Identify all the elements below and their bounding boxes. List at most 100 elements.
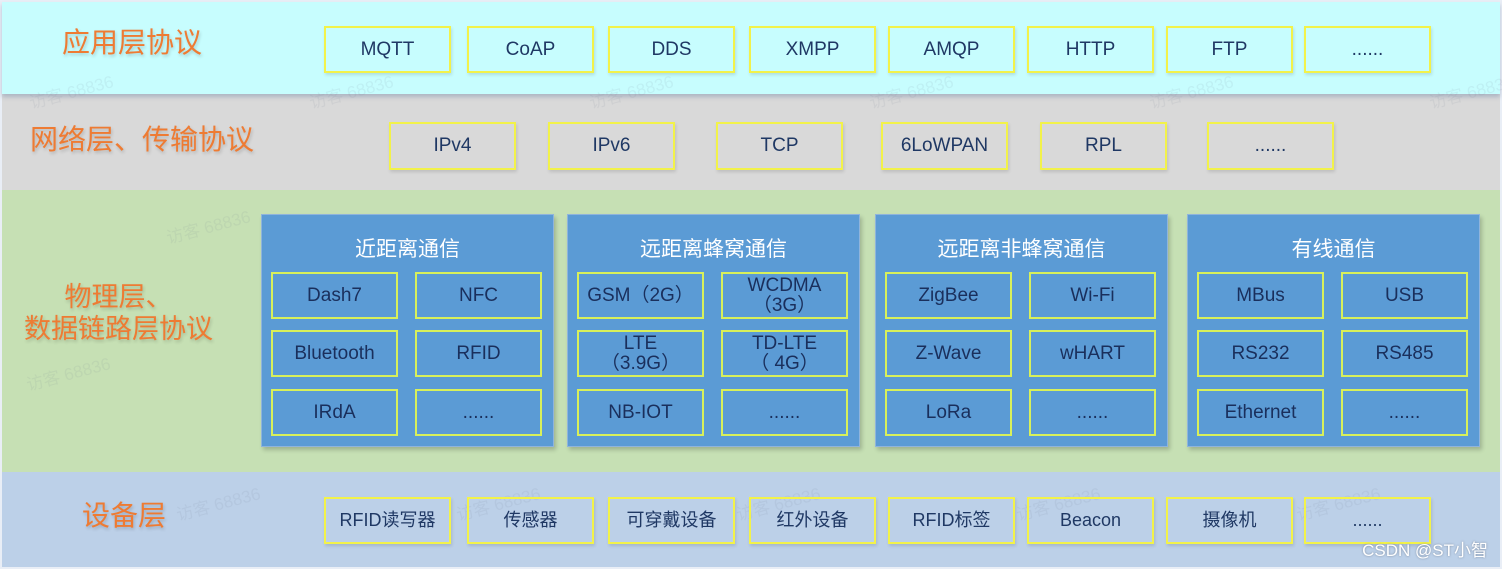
protocol-label-line: （3.9G）	[600, 352, 681, 374]
device-box-more: ......	[1304, 497, 1431, 544]
protocol-label-line: MBus	[1236, 284, 1285, 306]
protocol-label-line: NFC	[458, 284, 499, 306]
protocol-box-label: GSM（2G）	[587, 285, 694, 306]
device-box-rfid-reader: RFID读写器	[324, 497, 451, 544]
protocol-box: wHART	[1029, 330, 1156, 377]
comm-panel: 近距离通信 Dash7 NFC Bluetooth RFID IRdA......	[261, 214, 554, 447]
protocol-box-rpl: RPL	[1040, 122, 1167, 170]
protocol-box: Bluetooth	[271, 330, 398, 377]
protocol-label-line: Dash7	[307, 284, 362, 306]
protocol-label-line: Z-Wave	[915, 342, 982, 364]
protocol-box-ipv6: IPv6	[548, 122, 675, 170]
protocol-label-line: RS485	[1375, 342, 1434, 364]
protocol-box-label: IRdA	[313, 401, 356, 423]
protocol-box-label: ZigBee	[918, 284, 979, 306]
protocol-box-label: Dash7	[307, 284, 362, 306]
device-box-beacon: Beacon	[1027, 497, 1154, 544]
physical-layer-title-line1: 物理层、	[64, 282, 173, 313]
protocol-box: ......	[721, 389, 848, 436]
protocol-label-line: USB	[1384, 284, 1425, 306]
protocol-box-coap: CoAP	[467, 26, 594, 73]
protocol-box-label: Wi-Fi	[1070, 284, 1115, 306]
comm-panel: 远距离蜂窝通信 GSM（2G） WCDMA（3G） LTE（3.9G） TD-LTE（ …	[567, 214, 860, 447]
protocol-box: Z-Wave	[885, 330, 1012, 377]
device-box-rfid-tag: RFID标签	[888, 497, 1015, 544]
protocol-label-line: IRdA	[313, 401, 356, 423]
protocol-box-mqtt: MQTT	[324, 26, 451, 73]
protocol-label-line: WCDMA	[747, 274, 822, 296]
protocol-box-tcp: TCP	[716, 122, 843, 170]
protocol-box-ipv4: IPv4	[389, 122, 516, 170]
protocol-box-xmpp: XMPP	[749, 26, 876, 73]
comm-panel-title: 远距离非蜂窝通信	[937, 237, 1106, 261]
comm-panel-title: 有线通信	[1291, 237, 1376, 261]
protocol-label-line: LTE	[623, 332, 658, 354]
protocol-box-label: ......	[1389, 402, 1421, 423]
protocol-box-label: RS485	[1375, 342, 1434, 364]
application-layer-band	[2, 2, 1500, 94]
protocol-box-label: ......	[1076, 401, 1109, 423]
protocol-label-line: Ethernet	[1224, 401, 1297, 423]
protocol-box: TD-LTE（ 4G）	[721, 330, 848, 377]
physical-layer-title-line2: 数据链路层协议	[24, 314, 213, 346]
protocol-box: ......	[415, 389, 542, 436]
device-layer-title: 设备层	[82, 499, 167, 532]
protocol-box: RS485	[1341, 330, 1468, 377]
protocol-box-amqp: AMQP	[888, 26, 1015, 73]
protocol-box-label: RS232	[1231, 342, 1290, 364]
protocol-box-6lowpan: 6LoWPAN	[881, 122, 1008, 170]
protocol-box-label: LoRa	[925, 401, 972, 423]
protocol-box: LTE（3.9G）	[577, 330, 704, 377]
protocol-label-line: RS232	[1231, 342, 1290, 364]
application-layer-title: 应用层协议	[62, 26, 203, 59]
protocol-label-line: （3G）	[752, 294, 817, 316]
protocol-label-line: NB-IOT	[608, 401, 673, 423]
protocol-label-line: Wi-Fi	[1070, 284, 1115, 306]
protocol-box-http: HTTP	[1027, 26, 1154, 73]
protocol-box: WCDMA（3G）	[721, 272, 848, 319]
protocol-box: Wi-Fi	[1029, 272, 1156, 319]
device-box-infrared: 红外设备	[749, 497, 876, 544]
device-box-camera: 摄像机	[1166, 497, 1293, 544]
protocol-box-label: NFC	[458, 284, 499, 306]
network-layer-title: 网络层、传输协议	[30, 123, 255, 156]
protocol-box-label: ......	[462, 401, 495, 423]
comm-panel-title: 远距离蜂窝通信	[640, 237, 787, 261]
protocol-box: NFC	[415, 272, 542, 319]
protocol-box-label: Ethernet	[1224, 401, 1297, 423]
protocol-box-label: LTE（3.9G）	[600, 332, 681, 374]
protocol-box: NB-IOT	[577, 389, 704, 436]
protocol-box: ......	[1341, 389, 1468, 436]
credit-text: CSDN @ST小智	[1362, 541, 1488, 560]
protocol-label-line: LoRa	[925, 401, 972, 423]
protocol-box: RS232	[1197, 330, 1324, 377]
protocol-label-line: RFID	[456, 342, 501, 364]
protocol-box-label: WCDMA（3G）	[747, 274, 822, 316]
device-layer-band	[2, 472, 1500, 567]
protocol-label-line: ......	[768, 401, 801, 423]
protocol-label-line: Bluetooth	[294, 342, 375, 364]
protocol-label-line: wHART	[1059, 342, 1126, 364]
protocol-box: MBus	[1197, 272, 1324, 319]
protocol-box-label: NB-IOT	[608, 401, 673, 423]
protocol-box: IRdA	[271, 389, 398, 436]
protocol-box-more: ......	[1207, 122, 1334, 170]
protocol-label-line: ZigBee	[918, 284, 979, 306]
protocol-box-label: MBus	[1236, 284, 1285, 306]
physical-layer-title: 物理层、 数据链路层协议	[24, 282, 213, 347]
protocol-box-label: TD-LTE（ 4G）	[750, 333, 819, 374]
protocol-box: ......	[1029, 389, 1156, 436]
protocol-box-more: ......	[1304, 26, 1431, 73]
protocol-box: RFID	[415, 330, 542, 377]
device-box-wearable: 可穿戴设备	[608, 497, 735, 544]
protocol-label-line: ......	[462, 401, 495, 423]
protocol-box-label: RFID	[456, 342, 501, 364]
device-box-sensor: 传感器	[467, 497, 594, 544]
protocol-label-line: （ 4G）	[750, 352, 819, 374]
comm-panel-title: 近距离通信	[355, 237, 460, 261]
protocol-label-line: ......	[1076, 401, 1109, 423]
protocol-box-label: USB	[1384, 284, 1425, 306]
protocol-box-label: Bluetooth	[294, 342, 375, 364]
